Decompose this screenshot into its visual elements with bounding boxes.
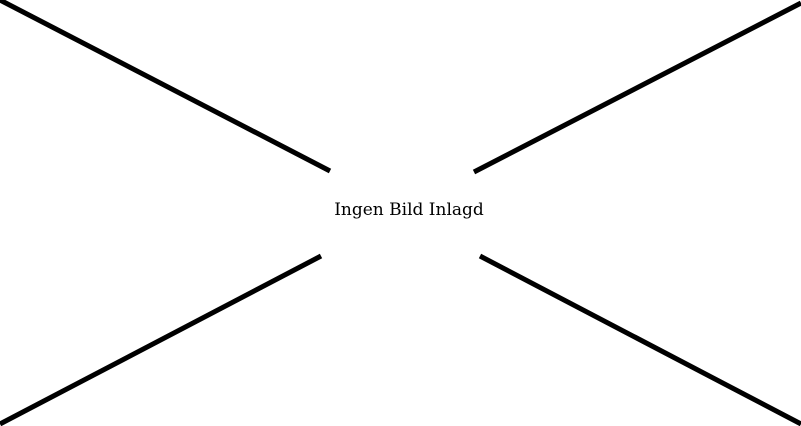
- diagonal-line-top-left: [0, 0, 332, 174]
- no-image-message: Ingen Bild Inlagd: [334, 200, 484, 220]
- diagonal-line-bottom-left: [0, 253, 323, 426]
- diagonal-line-bottom-right: [478, 253, 801, 426]
- diagonal-line-top-right: [472, 0, 801, 175]
